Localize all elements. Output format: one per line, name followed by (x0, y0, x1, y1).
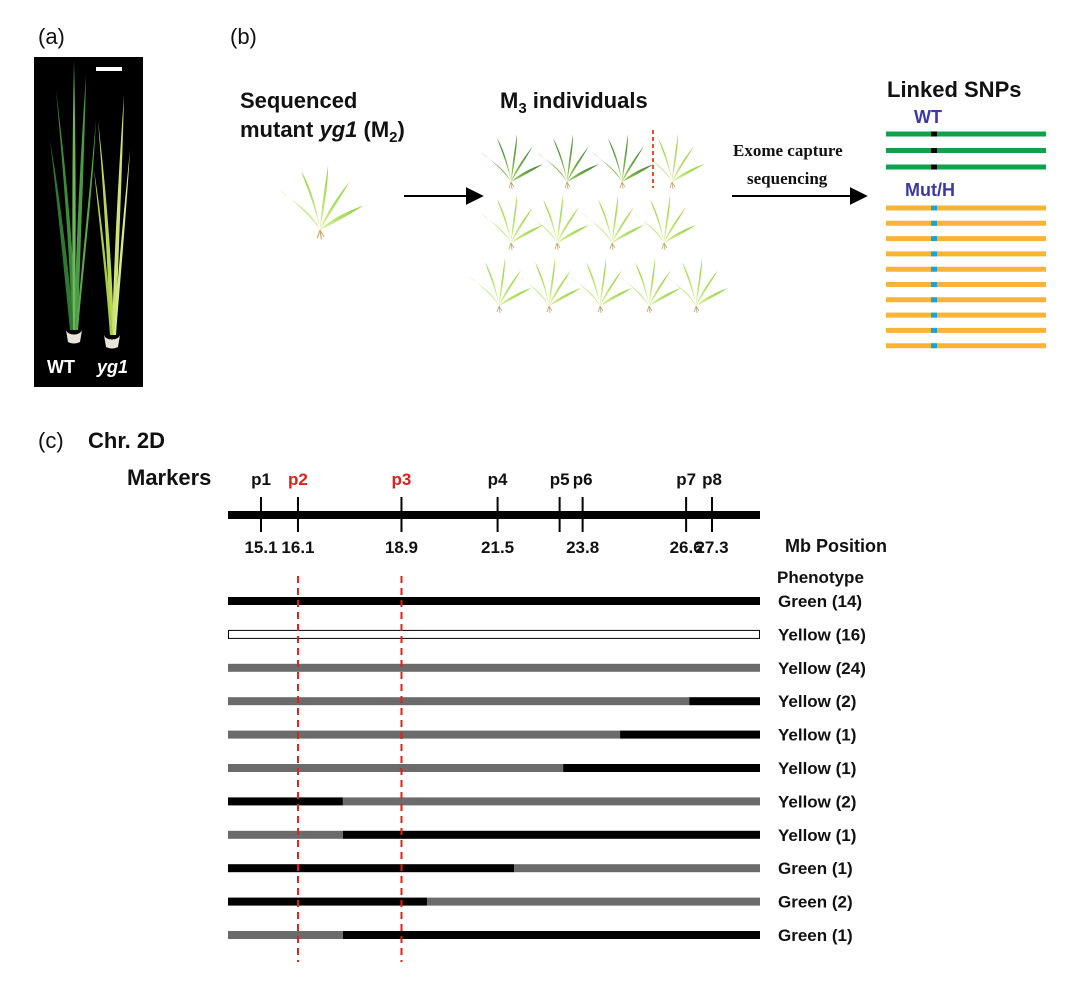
snp-reads (886, 131, 1046, 349)
wt-photo-label: WT (47, 357, 75, 377)
phenotype-label: Yellow (1) (778, 759, 856, 778)
yg1-photo-label: yg1 (96, 357, 128, 377)
m3-plant-light (665, 257, 729, 314)
phenotype-header: Phenotype (777, 568, 864, 587)
haplotype-segment (228, 629, 760, 639)
wt-plant (50, 60, 96, 344)
marker-position-p2: 16.1 (281, 538, 314, 557)
haplotype-segment (426, 897, 760, 906)
mut-snp (931, 251, 937, 257)
haplotype-segment (620, 730, 760, 739)
m3-plant-light (526, 194, 590, 251)
mut-snp (931, 312, 937, 318)
mut-snp (931, 282, 937, 287)
haplotype-segment (689, 697, 760, 706)
marker-name-p4: p4 (488, 470, 508, 489)
marker-name-p7: p7 (676, 470, 696, 489)
sequenced-title-line1: Sequenced (240, 88, 357, 113)
marker-name-p3: p3 (392, 470, 412, 489)
photo-background (34, 57, 143, 387)
panel-label-b: (b) (230, 24, 257, 49)
marker-position-p6: 23.8 (566, 538, 599, 557)
position-unit-label: Mb Position (785, 536, 887, 556)
linked-snps-title: Linked SNPs (887, 77, 1021, 102)
m3-plant-light (618, 257, 682, 314)
haplotype-segment (342, 931, 760, 939)
m3-plant-light (518, 257, 582, 314)
haplotype-segment (228, 897, 427, 906)
haplotype-segment (228, 830, 343, 839)
m3-plant-light (480, 194, 544, 251)
m3-plant-light (641, 133, 705, 190)
marker-name-p8: p8 (702, 470, 722, 489)
haplotype-segment (342, 830, 760, 839)
m3-plants (468, 130, 729, 314)
phenotype-label: Yellow (2) (778, 692, 856, 711)
exome-label-line1: Exome capture (733, 141, 843, 160)
haplotype-segment (228, 797, 343, 806)
haplotype-segment (228, 864, 515, 873)
phenotype-label: Yellow (1) (778, 726, 856, 745)
phenotype-label: Yellow (1) (778, 826, 856, 845)
haplotype-segment (228, 663, 760, 672)
mut-snp (931, 205, 937, 211)
exome-label-line2: sequencing (747, 169, 828, 188)
haplotype-bars: Green (14) Yellow (16) Yellow (24) Yellow (… (228, 576, 866, 962)
mut-snp (931, 266, 937, 272)
mut-snp (931, 236, 937, 242)
mut-snp (931, 297, 937, 303)
mut-snp (931, 220, 937, 226)
m3-plant-light (581, 194, 645, 251)
wt-snp (931, 131, 937, 137)
haplotype-segment (514, 864, 760, 873)
sequenced-mutant-plant (278, 164, 364, 240)
phenotype-label: Green (2) (778, 893, 853, 912)
sequenced-title-line2: mutant yg1 (M2) (240, 117, 405, 146)
markers-label: Markers (127, 465, 211, 490)
haplotype-segment (342, 797, 760, 806)
haplotype-segment (228, 730, 621, 739)
marker-name-p6: p6 (573, 470, 593, 489)
phenotype-label: Yellow (24) (778, 659, 866, 678)
wt-snp (931, 164, 937, 170)
wt-group-label: WT (914, 107, 942, 127)
m3-plant-dark (480, 133, 544, 190)
phenotype-label: Yellow (2) (778, 792, 856, 811)
marker-position-p3: 18.9 (385, 538, 418, 557)
scale-bar (96, 67, 122, 71)
marker-name-p2: p2 (288, 470, 308, 489)
m3-plant-light (569, 257, 633, 314)
haplotype-segment (228, 697, 690, 706)
m3-plant-light (633, 194, 697, 251)
marker-name-p1: p1 (251, 470, 271, 489)
wt-snp (931, 148, 937, 153)
marker-position-p4: 21.5 (481, 538, 514, 557)
mut-snp (931, 343, 937, 349)
marker-position-p7: 26.6 (670, 538, 703, 557)
chromosome-label: Chr. 2D (88, 428, 165, 453)
yg1-plant (94, 95, 130, 349)
m3-title: M3 individuals (500, 88, 648, 117)
m3-plant-light (468, 257, 532, 314)
mut-group-label: Mut/H (905, 180, 955, 200)
haplotype-segment (228, 764, 564, 772)
marker-name-p5: p5 (550, 470, 570, 489)
marker-position-p8: 27.3 (695, 538, 728, 557)
phenotype-label: Green (1) (778, 859, 853, 878)
haplotype-segment (228, 597, 760, 605)
haplotype-segment (563, 764, 760, 772)
marker-position-p1: 15.1 (244, 538, 277, 557)
mut-snp (931, 327, 937, 333)
panel-a-photo: WT yg1 (34, 57, 143, 387)
phenotype-label: Green (14) (778, 592, 862, 611)
m3-plant-dark (536, 133, 600, 190)
phenotype-label: Green (1) (778, 926, 853, 945)
phenotype-label: Yellow (16) (778, 625, 866, 644)
m3-plant-dark (591, 133, 655, 190)
panel-label-a: (a) (38, 24, 65, 49)
haplotype-segment (228, 931, 343, 939)
panel-label-c: (c) (38, 428, 64, 453)
